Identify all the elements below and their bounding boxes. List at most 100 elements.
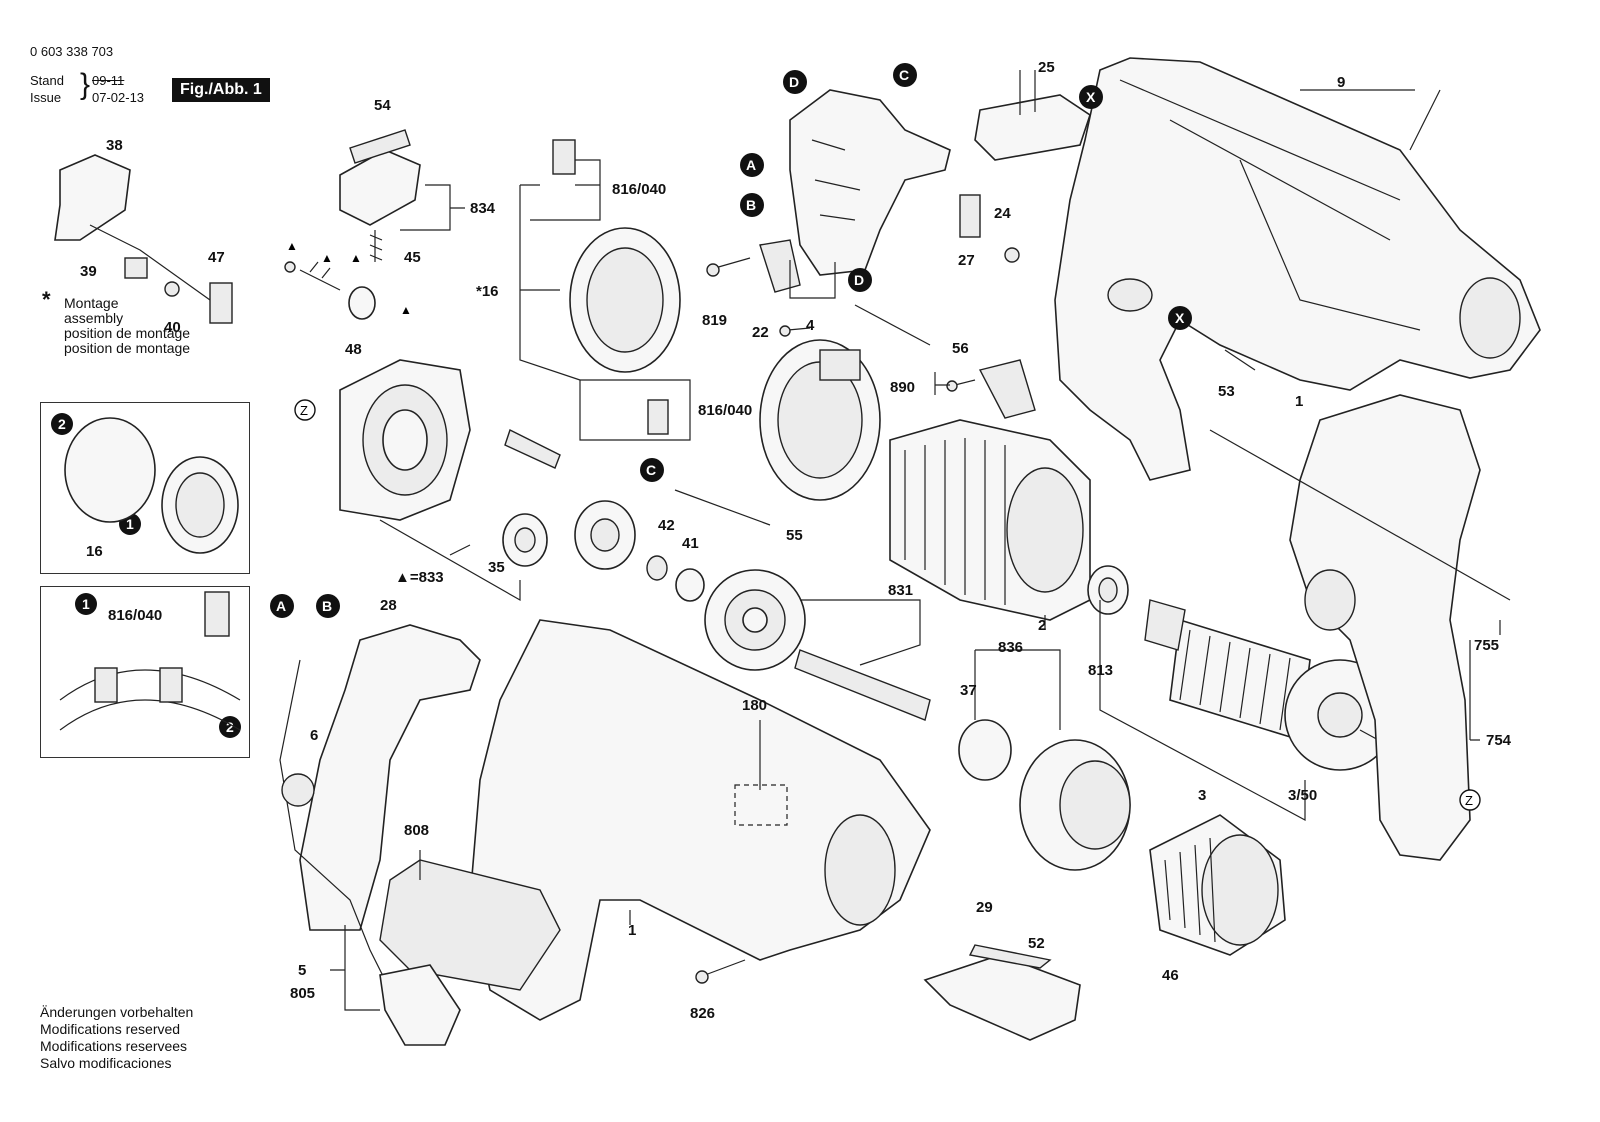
callouts: D C A B D C X X A B Z Z 2 1 1 2 ▲ ▲ ▲ ▲ (51, 63, 1481, 811)
label-834: 834 (470, 200, 496, 217)
callout-B-cord: B (322, 598, 332, 614)
label-41: 41 (682, 535, 699, 552)
label-25: 25 (1038, 59, 1055, 76)
label-16-star: *16 (476, 283, 499, 300)
triangle-marker: ▲ (321, 251, 333, 265)
housing-half-icon (1054, 57, 1541, 481)
triangle-marker: ▲ (286, 239, 298, 253)
stand-label: Stand (30, 73, 64, 88)
callout-1-inset1: 1 (126, 516, 134, 532)
label-754: 754 (1486, 732, 1512, 749)
label-16: 16 (86, 543, 103, 560)
callout-X-housing: X (1175, 310, 1185, 326)
bracket-16 (519, 184, 581, 381)
switch-icon (789, 89, 951, 276)
label-826: 826 (690, 1005, 715, 1022)
keyless-chuck-icon (1149, 814, 1286, 956)
footer-line: Änderungen vorbehalten (40, 1004, 194, 1020)
label-39: 39 (80, 263, 97, 280)
asterisk-icon: * (42, 287, 51, 312)
label-2: 2 (1038, 617, 1046, 634)
label-56: 56 (952, 340, 969, 357)
label-42: 42 (658, 517, 675, 534)
assembly-note-line: Montage (64, 295, 119, 311)
brace-icon: } (80, 68, 91, 101)
callout-Z-left: Z (300, 403, 308, 418)
gear-icon (704, 569, 931, 721)
footer-line: Salvo modificaciones (40, 1055, 172, 1071)
bracket-3 (1099, 600, 1306, 822)
callout-Z-right: Z (1465, 793, 1473, 808)
triangle-marker: ▲ (350, 251, 362, 265)
label-40: 40 (164, 319, 181, 336)
callout-D-wire: D (854, 272, 864, 288)
power-cord-plug-icon (279, 659, 461, 1046)
label-9: 9 (1337, 74, 1345, 91)
bracket-831 (800, 599, 921, 666)
label-29: 29 (976, 899, 993, 916)
label-816-lower: 816/040 (698, 402, 752, 419)
bearing-35-icon (502, 513, 548, 567)
bracket-816a (530, 159, 601, 221)
label-37: 37 (960, 682, 977, 699)
bearing-41-icon (675, 568, 705, 602)
label-813: 813 (1088, 662, 1113, 679)
inset-brush-holder-assembly (40, 402, 250, 574)
end-shield-icon (339, 359, 471, 521)
cover-52-icon (923, 944, 1081, 1041)
label-1-lower: 1 (628, 922, 636, 939)
label-48: 48 (345, 341, 362, 358)
gear-housing-icon (958, 719, 1131, 871)
label-28: 28 (380, 597, 397, 614)
label-831: 831 (888, 582, 913, 599)
bracket-834 (400, 184, 465, 231)
callout-X-top: X (1086, 89, 1096, 105)
label-22: 22 (752, 324, 769, 341)
callout-2-inset1: 2 (58, 416, 66, 432)
label-4: 4 (806, 317, 815, 334)
assembly-note-line: position de montage (64, 325, 191, 341)
spring-48-icon (284, 261, 376, 320)
lever-38-icon (54, 154, 233, 324)
callout-1-inset2: 1 (82, 596, 90, 612)
label-35: 35 (488, 559, 505, 576)
label-46: 46 (1162, 967, 1179, 984)
label-180: 180 (742, 697, 767, 714)
motor-stator-icon (889, 419, 1091, 621)
label-1-upper: 1 (1295, 393, 1303, 410)
pin-icon (504, 429, 561, 469)
leader-754 (1469, 640, 1480, 741)
label-3-50: 3/50 (1288, 787, 1317, 804)
brush-holder-ring-icon (759, 339, 881, 501)
wire-55-icon (674, 489, 771, 526)
bracket-4 (789, 260, 836, 299)
footer-line: Modifications reserved (40, 1021, 181, 1037)
figure-label: Fig./Abb. 1 (172, 78, 270, 102)
label-808: 808 (404, 822, 429, 839)
footer-line: Modifications reservees (40, 1038, 188, 1054)
callout-C-wire: C (646, 462, 656, 478)
screw-icon (695, 257, 976, 984)
label-52: 52 (1028, 935, 1045, 952)
plate-27-icon (959, 194, 981, 238)
part-labels: 38 39 40 47 54 834 45 48 816/040 816/040… (80, 59, 1512, 1022)
bracket-816b (579, 379, 691, 441)
inset-brush-replacement (40, 586, 250, 758)
assembly-note-line: position de montage (64, 340, 191, 356)
assembly-note-line: assembly (64, 310, 124, 326)
label-24: 24 (994, 205, 1011, 222)
label-833: ▲=833 (395, 569, 444, 586)
coupling-icon (574, 500, 636, 570)
brush-plate-icon (552, 139, 681, 435)
bracket-890 (934, 372, 950, 395)
callout-B-switch: B (746, 197, 756, 213)
handle-shell-icon (299, 624, 481, 931)
label-5: 5 (298, 962, 306, 979)
clamp-890-icon (978, 359, 1036, 419)
label-819: 819 (702, 312, 727, 329)
label-755: 755 (1474, 637, 1499, 654)
callout-C-top: C (899, 67, 909, 83)
label-27: 27 (958, 252, 975, 269)
